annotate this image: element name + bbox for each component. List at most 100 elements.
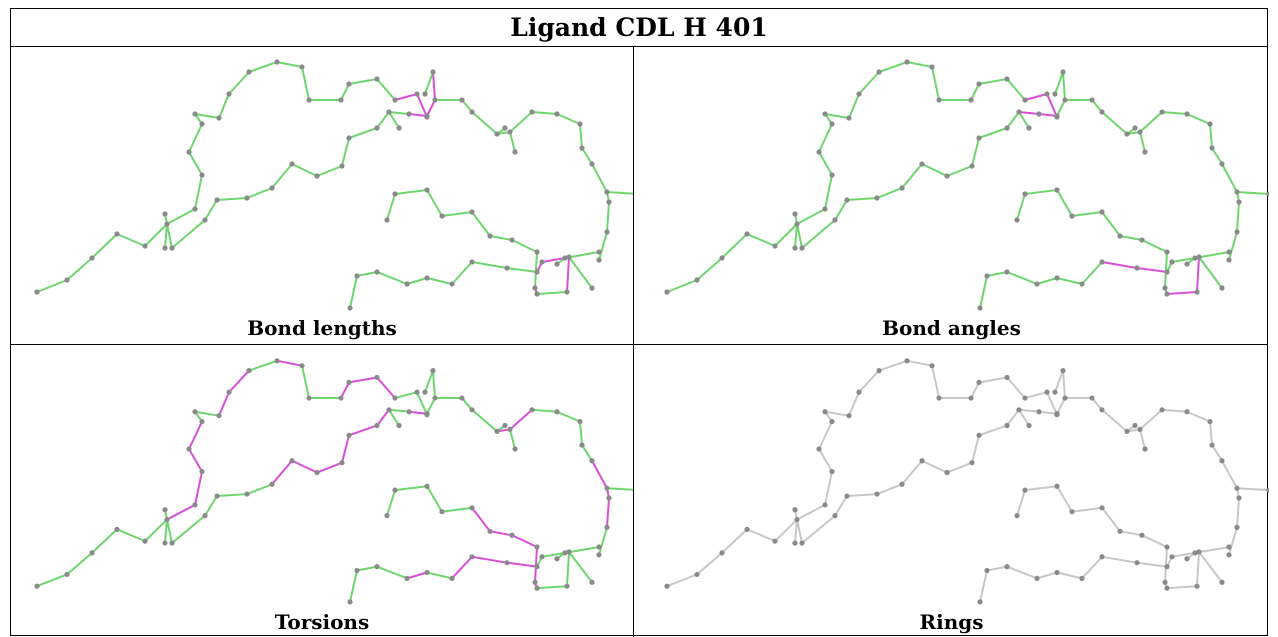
bond bbox=[1186, 410, 1211, 423]
bond bbox=[906, 359, 933, 367]
bond bbox=[276, 359, 303, 367]
atom bbox=[404, 575, 410, 581]
atom bbox=[856, 389, 862, 395]
bond bbox=[471, 409, 498, 433]
bond bbox=[1236, 487, 1269, 492]
bond bbox=[971, 435, 980, 463]
atom bbox=[449, 281, 455, 287]
bond bbox=[921, 459, 948, 474]
atom bbox=[936, 97, 942, 103]
bond bbox=[348, 376, 378, 384]
atom bbox=[772, 538, 778, 544]
atom bbox=[1124, 428, 1130, 434]
atom bbox=[832, 217, 838, 223]
bond bbox=[1062, 71, 1066, 101]
atom bbox=[1159, 407, 1165, 413]
bond bbox=[1006, 565, 1038, 580]
atom bbox=[532, 285, 538, 291]
atom bbox=[424, 275, 430, 281]
atom bbox=[1069, 509, 1075, 515]
atom bbox=[192, 111, 198, 117]
atom bbox=[1014, 513, 1020, 519]
bond bbox=[606, 497, 610, 528]
bond bbox=[666, 279, 698, 293]
bond bbox=[349, 570, 358, 603]
atom bbox=[374, 269, 380, 275]
bond bbox=[1209, 123, 1213, 149]
atom bbox=[792, 211, 798, 217]
atom bbox=[1099, 259, 1105, 265]
bond bbox=[1006, 409, 1020, 427]
bond bbox=[471, 211, 491, 237]
atom bbox=[244, 195, 250, 201]
bond bbox=[1221, 163, 1238, 193]
atom bbox=[424, 411, 430, 417]
atom bbox=[346, 81, 352, 87]
bond bbox=[970, 83, 980, 101]
atom bbox=[507, 129, 513, 135]
atom bbox=[596, 544, 602, 550]
bond bbox=[818, 448, 833, 473]
bond bbox=[1228, 231, 1238, 261]
atom bbox=[1014, 217, 1020, 223]
bond bbox=[931, 66, 940, 101]
bond bbox=[451, 261, 473, 285]
atom bbox=[976, 379, 982, 385]
atom bbox=[512, 149, 518, 155]
panel-label-bond-lengths: Bond lengths bbox=[247, 316, 397, 340]
bond bbox=[228, 369, 250, 393]
panel-rings: Rings bbox=[634, 345, 1269, 637]
atom bbox=[1226, 544, 1232, 550]
bond bbox=[1046, 391, 1058, 416]
atom bbox=[554, 261, 560, 267]
atom bbox=[977, 599, 983, 605]
bond bbox=[441, 506, 473, 513]
atom bbox=[1022, 97, 1028, 103]
bond bbox=[1236, 201, 1240, 233]
bond bbox=[1171, 257, 1196, 263]
atom bbox=[392, 395, 398, 401]
atom bbox=[504, 560, 510, 566]
atom bbox=[1026, 125, 1032, 131]
bond bbox=[794, 519, 798, 544]
atom bbox=[1026, 422, 1032, 429]
bond bbox=[696, 552, 723, 576]
bond bbox=[834, 199, 848, 221]
atom bbox=[269, 185, 275, 191]
atom bbox=[1004, 269, 1010, 275]
bond bbox=[986, 565, 1008, 572]
atom bbox=[226, 389, 232, 395]
bond bbox=[696, 257, 723, 281]
atom bbox=[1139, 532, 1145, 538]
bond bbox=[489, 235, 513, 241]
bond bbox=[556, 113, 581, 125]
atom bbox=[34, 289, 40, 295]
atom bbox=[509, 532, 515, 538]
atom bbox=[1196, 254, 1202, 260]
atom bbox=[846, 413, 852, 419]
atom bbox=[564, 289, 570, 295]
atom bbox=[589, 161, 595, 167]
bond bbox=[1081, 556, 1103, 580]
atom bbox=[577, 121, 583, 127]
atom bbox=[1207, 418, 1213, 425]
atom bbox=[822, 409, 828, 415]
bond bbox=[598, 527, 608, 556]
bond bbox=[1071, 211, 1103, 217]
atom bbox=[392, 191, 398, 197]
atom bbox=[1016, 109, 1022, 115]
bond bbox=[246, 187, 273, 199]
atom bbox=[424, 187, 430, 193]
atom bbox=[1004, 422, 1010, 429]
atom bbox=[199, 418, 205, 425]
atom bbox=[1192, 255, 1198, 261]
atom bbox=[1060, 69, 1066, 75]
atom bbox=[1124, 131, 1130, 137]
bond bbox=[432, 370, 436, 399]
atom bbox=[984, 567, 990, 574]
bond bbox=[1056, 189, 1073, 217]
atom bbox=[162, 540, 168, 546]
atom bbox=[816, 446, 822, 452]
bond bbox=[461, 99, 473, 113]
atom bbox=[1164, 269, 1170, 275]
